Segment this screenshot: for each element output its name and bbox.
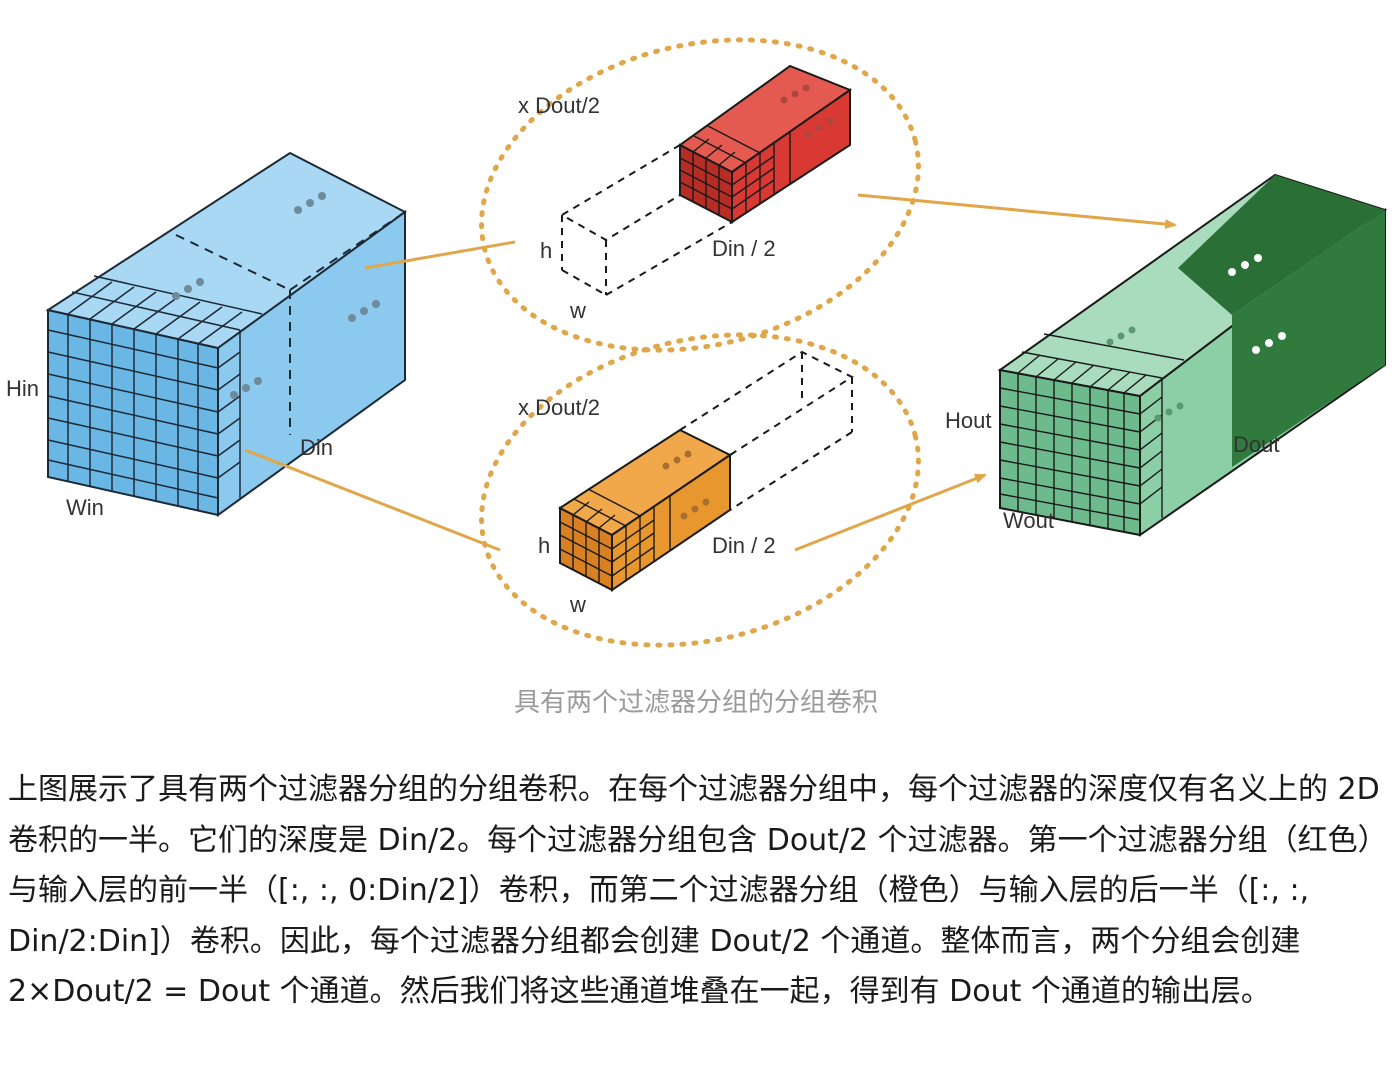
- filter-group-red: [560, 64, 853, 296]
- grouped-convolution-diagram: Hin Win Din: [6, 37, 1388, 648]
- hout-label: Hout: [945, 408, 991, 433]
- filter-group-orange: [558, 350, 855, 592]
- dout-label: Dout: [1233, 432, 1279, 457]
- din2-top-label: Din / 2: [712, 236, 776, 261]
- flow-arrows: [244, 193, 1177, 552]
- input-grid: [47, 275, 263, 511]
- h-bottom-label: h: [538, 533, 550, 558]
- wout-label: Wout: [1003, 508, 1054, 533]
- input-volume: [45, 151, 407, 517]
- xdout-top-label: x Dout/2: [518, 93, 600, 118]
- body-paragraph: 上图展示了具有两个过滤器分组的分组卷积。在每个过滤器分组中，每个过滤器的深度仅有…: [8, 772, 1388, 1009]
- din-label: Din: [300, 435, 333, 460]
- output-volume: [997, 173, 1388, 537]
- hin-label: Hin: [6, 376, 39, 401]
- w-bottom-label: w: [569, 592, 586, 617]
- w-top-label: w: [569, 298, 586, 323]
- din2-bottom-label: Din / 2: [712, 533, 776, 558]
- xdout-bottom-label: x Dout/2: [518, 395, 600, 420]
- figure-caption: 具有两个过滤器分组的分组卷积: [513, 688, 878, 718]
- h-top-label: h: [540, 238, 552, 263]
- win-label: Win: [66, 495, 104, 520]
